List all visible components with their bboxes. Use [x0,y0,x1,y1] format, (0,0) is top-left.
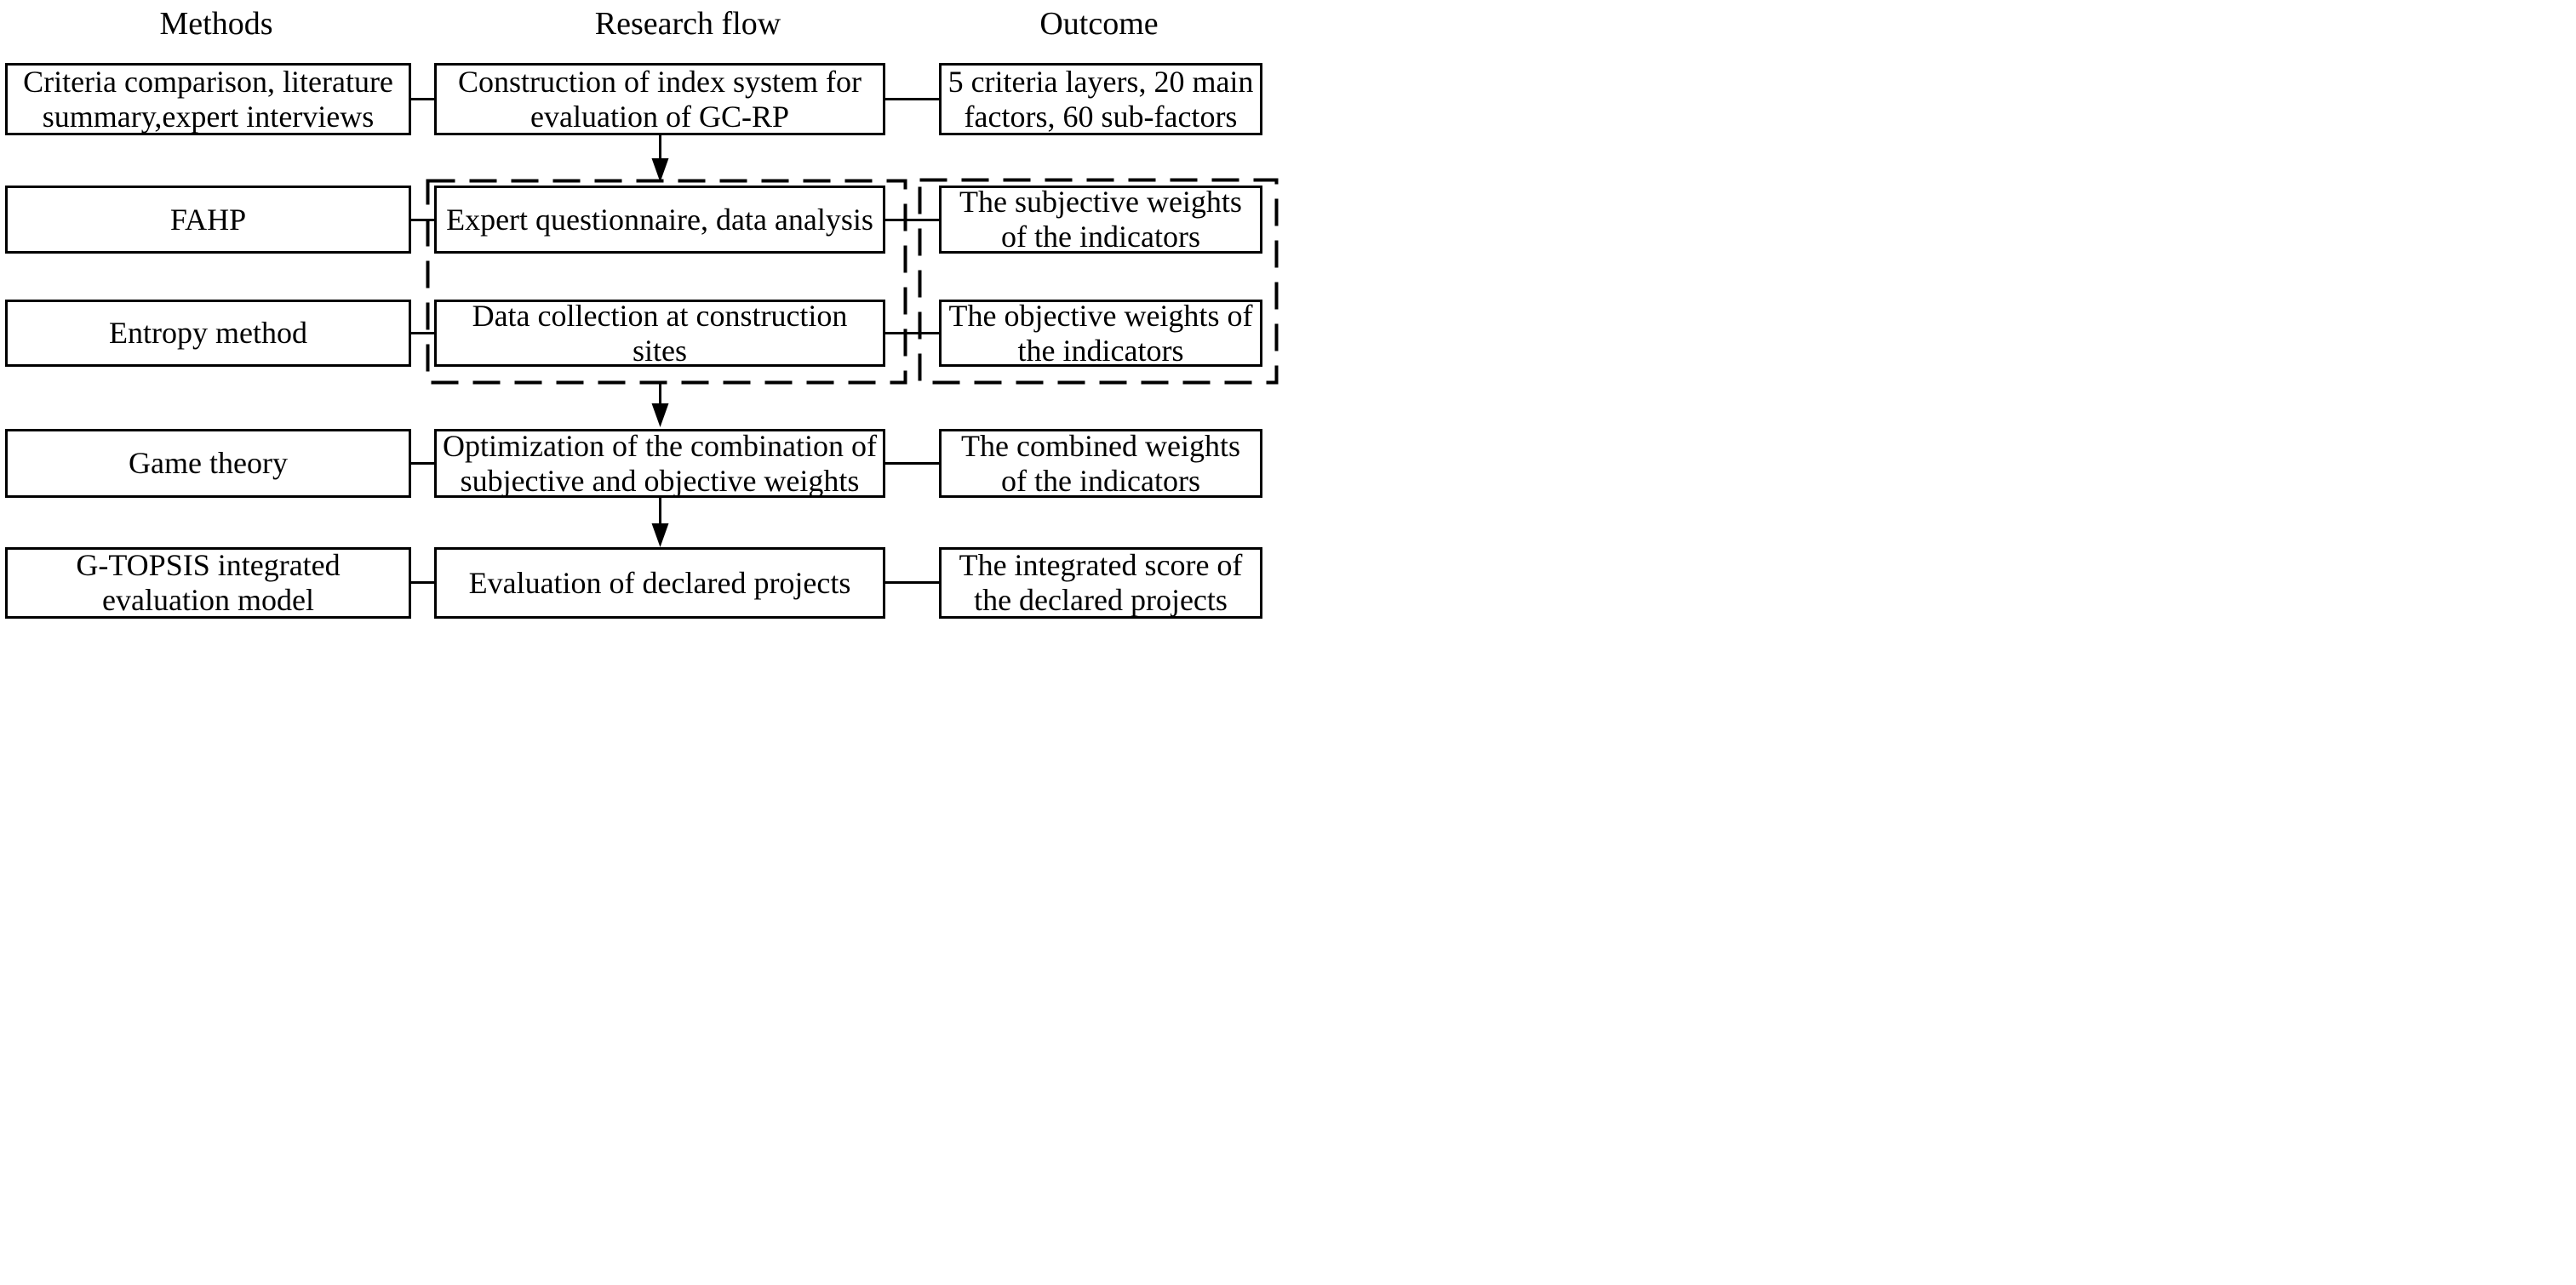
box-text-line: 5 criteria layers, 20 main [947,64,1254,99]
box-text-line: The combined weights [961,428,1240,463]
box-text-line: factors, 60 sub-factors [964,99,1238,134]
box-text-line: FAHP [169,202,247,237]
column-header-methods: Methods [159,6,273,42]
box-text-line: Evaluation of declared projects [468,565,851,600]
box-flow-data-collection: Data collection at construction sites [434,298,885,368]
column-header-outcome: Outcome [1039,6,1159,42]
box-text-line: The subjective weights [959,185,1242,219]
box-text-line: evaluation of GC-RP [530,99,789,134]
box-method-game-theory: Game theory [5,429,411,498]
box-method-fahp: FAHP [5,186,411,254]
box-outcome-objective-weights: The objective weights of the indicators [939,298,1262,368]
research-methodology-flow-diagram: Methods Research flow Outcome Criteria c… [0,0,1288,642]
box-text-line: subjective and objective weights [460,463,860,498]
box-flow-construction-index-system: Construction of index system for evaluat… [434,63,885,135]
box-text-line: Construction of index system for [458,64,862,99]
arrow-head-optimization-to-evaluation [651,523,669,547]
box-flow-expert-questionnaire: Expert questionnaire, data analysis [434,186,885,254]
box-text-line: the indicators [1017,333,1184,368]
box-outcome-subjective-weights: The subjective weights of the indicators [939,185,1262,254]
box-method-criteria-comparison: Criteria comparison, literature summary,… [5,63,411,135]
box-text-line: The integrated score of [959,548,1243,582]
box-text-line: sites [632,333,687,368]
box-flow-evaluation-declared-projects: Evaluation of declared projects [434,547,885,619]
box-outcome-criteria-layers: 5 criteria layers, 20 main factors, 60 s… [939,63,1262,135]
arrow-head-construction-to-weighting [651,158,669,182]
box-text-line: Entropy method [109,316,307,350]
box-text-line: summary,expert interviews [42,99,375,134]
box-text-line: Criteria comparison, literature [23,64,393,99]
box-text-line: of the indicators [1001,463,1200,498]
box-text-line: Data collection at construction [472,298,848,333]
box-outcome-combined-weights: The combined weights of the indicators [939,429,1262,498]
arrow-head-weighting-to-optimization [651,403,669,427]
box-text-line: G-TOPSIS integrated [76,548,341,582]
box-text-line: Expert questionnaire, data analysis [446,202,873,237]
box-text-line: Game theory [129,446,288,480]
box-method-entropy: Entropy method [5,300,411,367]
box-text-line: The objective weights of [948,298,1253,333]
box-method-gtopsis-model: G-TOPSIS integrated evaluation model [5,547,411,619]
box-flow-optimization-combination: Optimization of the combination of subje… [434,429,885,498]
box-text-line: evaluation model [102,583,314,617]
column-header-research-flow: Research flow [594,6,781,42]
box-outcome-integrated-score: The integrated score of the declared pro… [939,547,1262,619]
box-text-line: Optimization of the combination of [443,428,877,463]
box-text-line: the declared projects [974,583,1228,617]
box-text-line: of the indicators [1001,220,1200,254]
